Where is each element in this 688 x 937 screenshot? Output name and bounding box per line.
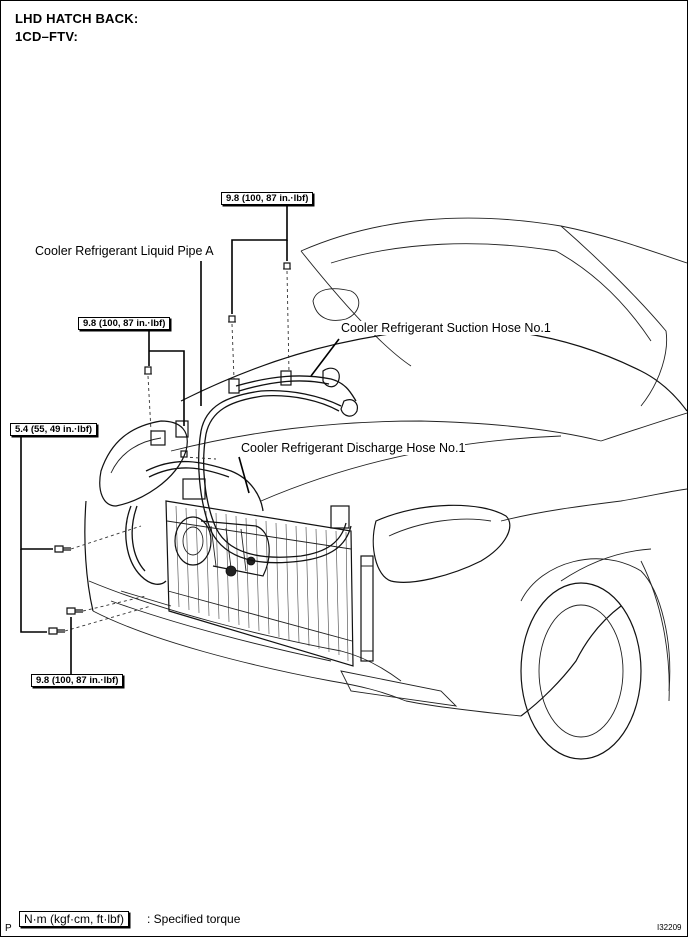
leader-suction-hose [310, 338, 340, 377]
leader-left-torque [20, 435, 53, 550]
bolt-left-1 [54, 545, 71, 553]
diagram-heading-line1: LHD HATCH BACK: [15, 11, 139, 26]
bumper-lower-line [92, 610, 407, 702]
headlamp-left [99, 420, 188, 507]
hood-front-edge [170, 420, 602, 452]
condenser [165, 500, 374, 667]
callout-discharge-hose: Cooler Refrigerant Discharge Hose No.1 [241, 441, 466, 455]
front-wheel-inner [538, 604, 624, 738]
leader-discharge-hose [238, 456, 250, 494]
hood-top [180, 327, 687, 412]
bumper-left-edge [84, 500, 94, 612]
compressor [174, 516, 270, 577]
page-marker-p: P [5, 923, 12, 934]
leader-top-torque [231, 204, 288, 314]
a-pillar-left [300, 250, 412, 367]
bolt-left-3 [48, 627, 65, 635]
front-wheel-outer [520, 582, 642, 760]
torque-label-left: 5.4 (55, 49 in.·lbf) [10, 423, 98, 436]
callout-liquid-pipe: Cooler Refrigerant Liquid Pipe A [35, 244, 214, 258]
headlamp-right [372, 504, 511, 583]
legend-unit-box: N·m (kgf·cm, ft·lbf) [19, 911, 129, 927]
diagram-heading-line2: 1CD–FTV: [15, 29, 79, 44]
callout-suction-hose: Cooler Refrigerant Suction Hose No.1 [341, 321, 551, 335]
torque-label-upper-left: 9.8 (100, 87 in.·lbf) [78, 317, 171, 330]
legend-description: : Specified torque [147, 912, 241, 926]
suction-hose [235, 375, 357, 402]
torque-label-bottom-left: 9.8 (100, 87 in.·lbf) [31, 674, 124, 687]
windshield-right [560, 225, 668, 407]
bolt-upper-left [144, 366, 152, 375]
bolt-left-2 [66, 607, 83, 615]
liquid-pipe-a [200, 390, 342, 432]
bolt-top [283, 262, 291, 270]
side-mirror [312, 288, 360, 321]
receiver-tank [360, 555, 374, 662]
discharge-hose [145, 460, 264, 512]
bolt-upper [228, 315, 236, 323]
roof-line [300, 217, 687, 264]
figure-id: I32209 [657, 923, 682, 932]
lower-grille [340, 670, 458, 707]
torque-label-top: 9.8 (100, 87 in.·lbf) [221, 192, 314, 205]
